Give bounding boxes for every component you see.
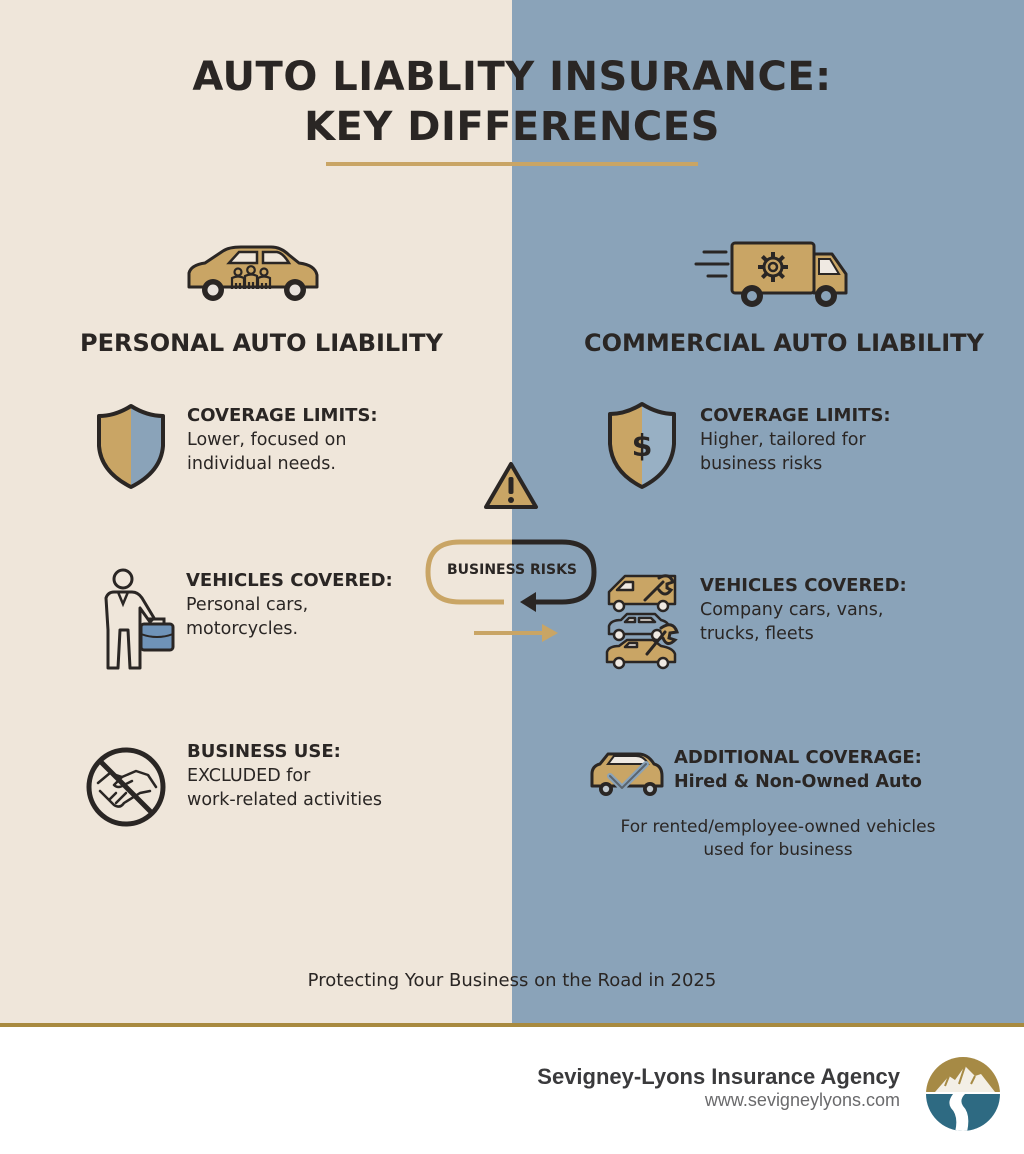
dollar-shield-icon: $ — [606, 400, 678, 490]
item-label: ADDITIONAL COVERAGE: — [674, 747, 922, 768]
person-briefcase-icon — [100, 568, 178, 670]
note-line-2: used for business — [703, 840, 853, 860]
item-text: trucks, fleets — [700, 624, 814, 644]
item-text: individual needs. — [187, 454, 336, 474]
commercial-additional-coverage: ADDITIONAL COVERAGE: Hired & Non-Owned A… — [674, 746, 922, 794]
item-text: Higher, tailored for — [700, 430, 866, 450]
fleet-vehicles-wrench-icon — [603, 570, 681, 670]
personal-heading: PERSONAL AUTO LIABILITY — [80, 329, 443, 357]
mountain-river-logo-icon — [925, 1056, 1001, 1132]
item-text: work-related activities — [187, 790, 383, 810]
delivery-truck-gear-icon — [694, 240, 850, 310]
title-line-1: AUTO LIABLITY INSURANCE: — [192, 54, 832, 100]
personal-coverage-limits: COVERAGE LIMITS: Lower, focused on indiv… — [187, 404, 378, 476]
tagline: Protecting Your Business on the Road in … — [307, 970, 717, 991]
commercial-panel-background — [512, 0, 1024, 1024]
personal-vehicles-covered: VEHICLES COVERED: Personal cars, motorcy… — [186, 569, 393, 641]
item-text: Personal cars, — [186, 595, 309, 615]
item-label: VEHICLES COVERED: — [186, 570, 393, 591]
item-label: COVERAGE LIMITS: — [187, 405, 378, 426]
commercial-coverage-limits: COVERAGE LIMITS: Higher, tailored for bu… — [700, 404, 891, 476]
item-text: Lower, focused on — [187, 430, 347, 450]
svg-text:$: $ — [632, 429, 653, 464]
car-checkmark-icon — [588, 750, 666, 800]
item-text: business risks — [700, 454, 823, 474]
item-label: BUSINESS USE: — [187, 741, 341, 762]
commercial-vehicles-covered: VEHICLES COVERED: Company cars, vans, tr… — [700, 574, 907, 646]
footer — [0, 1027, 1024, 1154]
additional-coverage-note: For rented/employee-owned vehicles used … — [598, 816, 958, 862]
commercial-heading: COMMERCIAL AUTO LIABILITY — [584, 329, 984, 357]
business-risks-label: BUSINESS RISKS — [446, 562, 578, 578]
no-handshake-icon — [84, 745, 168, 829]
warning-triangle-icon — [482, 460, 540, 512]
business-risks-loop — [424, 538, 600, 648]
item-sub-label: Hired & Non-Owned Auto — [674, 772, 922, 792]
brand-url-link[interactable]: www.sevigneylyons.com — [704, 1090, 900, 1110]
family-car-icon — [183, 243, 321, 305]
page-title: AUTO LIABLITY INSURANCE: KEY DIFFERENCES — [0, 52, 1024, 152]
personal-business-use: BUSINESS USE: EXCLUDED for work-related … — [187, 740, 382, 812]
title-line-2: KEY DIFFERENCES — [304, 104, 720, 150]
title-underline — [326, 162, 698, 166]
brand-name: Sevigney-Lyons Insurance Agency — [537, 1064, 900, 1089]
item-label: COVERAGE LIMITS: — [700, 405, 891, 426]
footer-divider — [0, 1023, 1024, 1027]
item-text: motorcycles. — [186, 619, 299, 639]
item-label: VEHICLES COVERED: — [700, 575, 907, 596]
half-shield-icon — [95, 402, 167, 490]
item-text: Company cars, vans, — [700, 600, 884, 620]
note-line-1: For rented/employee-owned vehicles — [620, 817, 936, 837]
personal-panel-background — [0, 0, 512, 1024]
item-text: EXCLUDED for — [187, 766, 311, 786]
